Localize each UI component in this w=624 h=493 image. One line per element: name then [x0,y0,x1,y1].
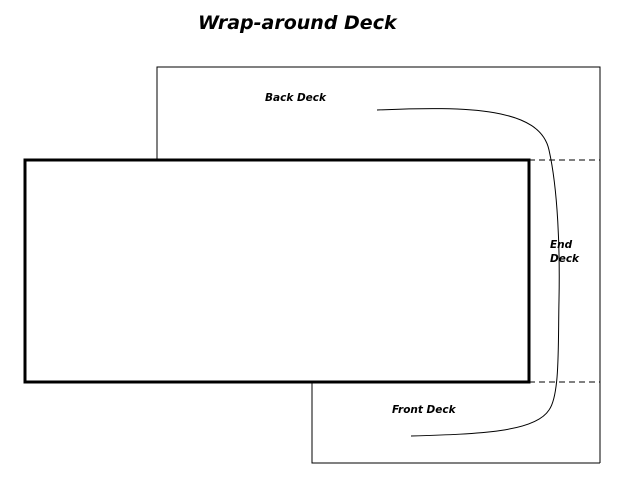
front-deck-outline [311,382,600,464]
back-deck-label: Back Deck [265,92,326,104]
front-deck-label: Front Deck [392,404,456,416]
end-deck-label-line2: Deck [550,253,580,265]
end-deck-label: End Deck [550,238,579,266]
house-footprint [23,158,531,384]
back-deck-outline [156,66,601,160]
wrap-around-curve [376,108,560,437]
end-deck-label-line1: End [550,239,573,251]
diagram-title: Wrap-around Deck [198,12,397,34]
